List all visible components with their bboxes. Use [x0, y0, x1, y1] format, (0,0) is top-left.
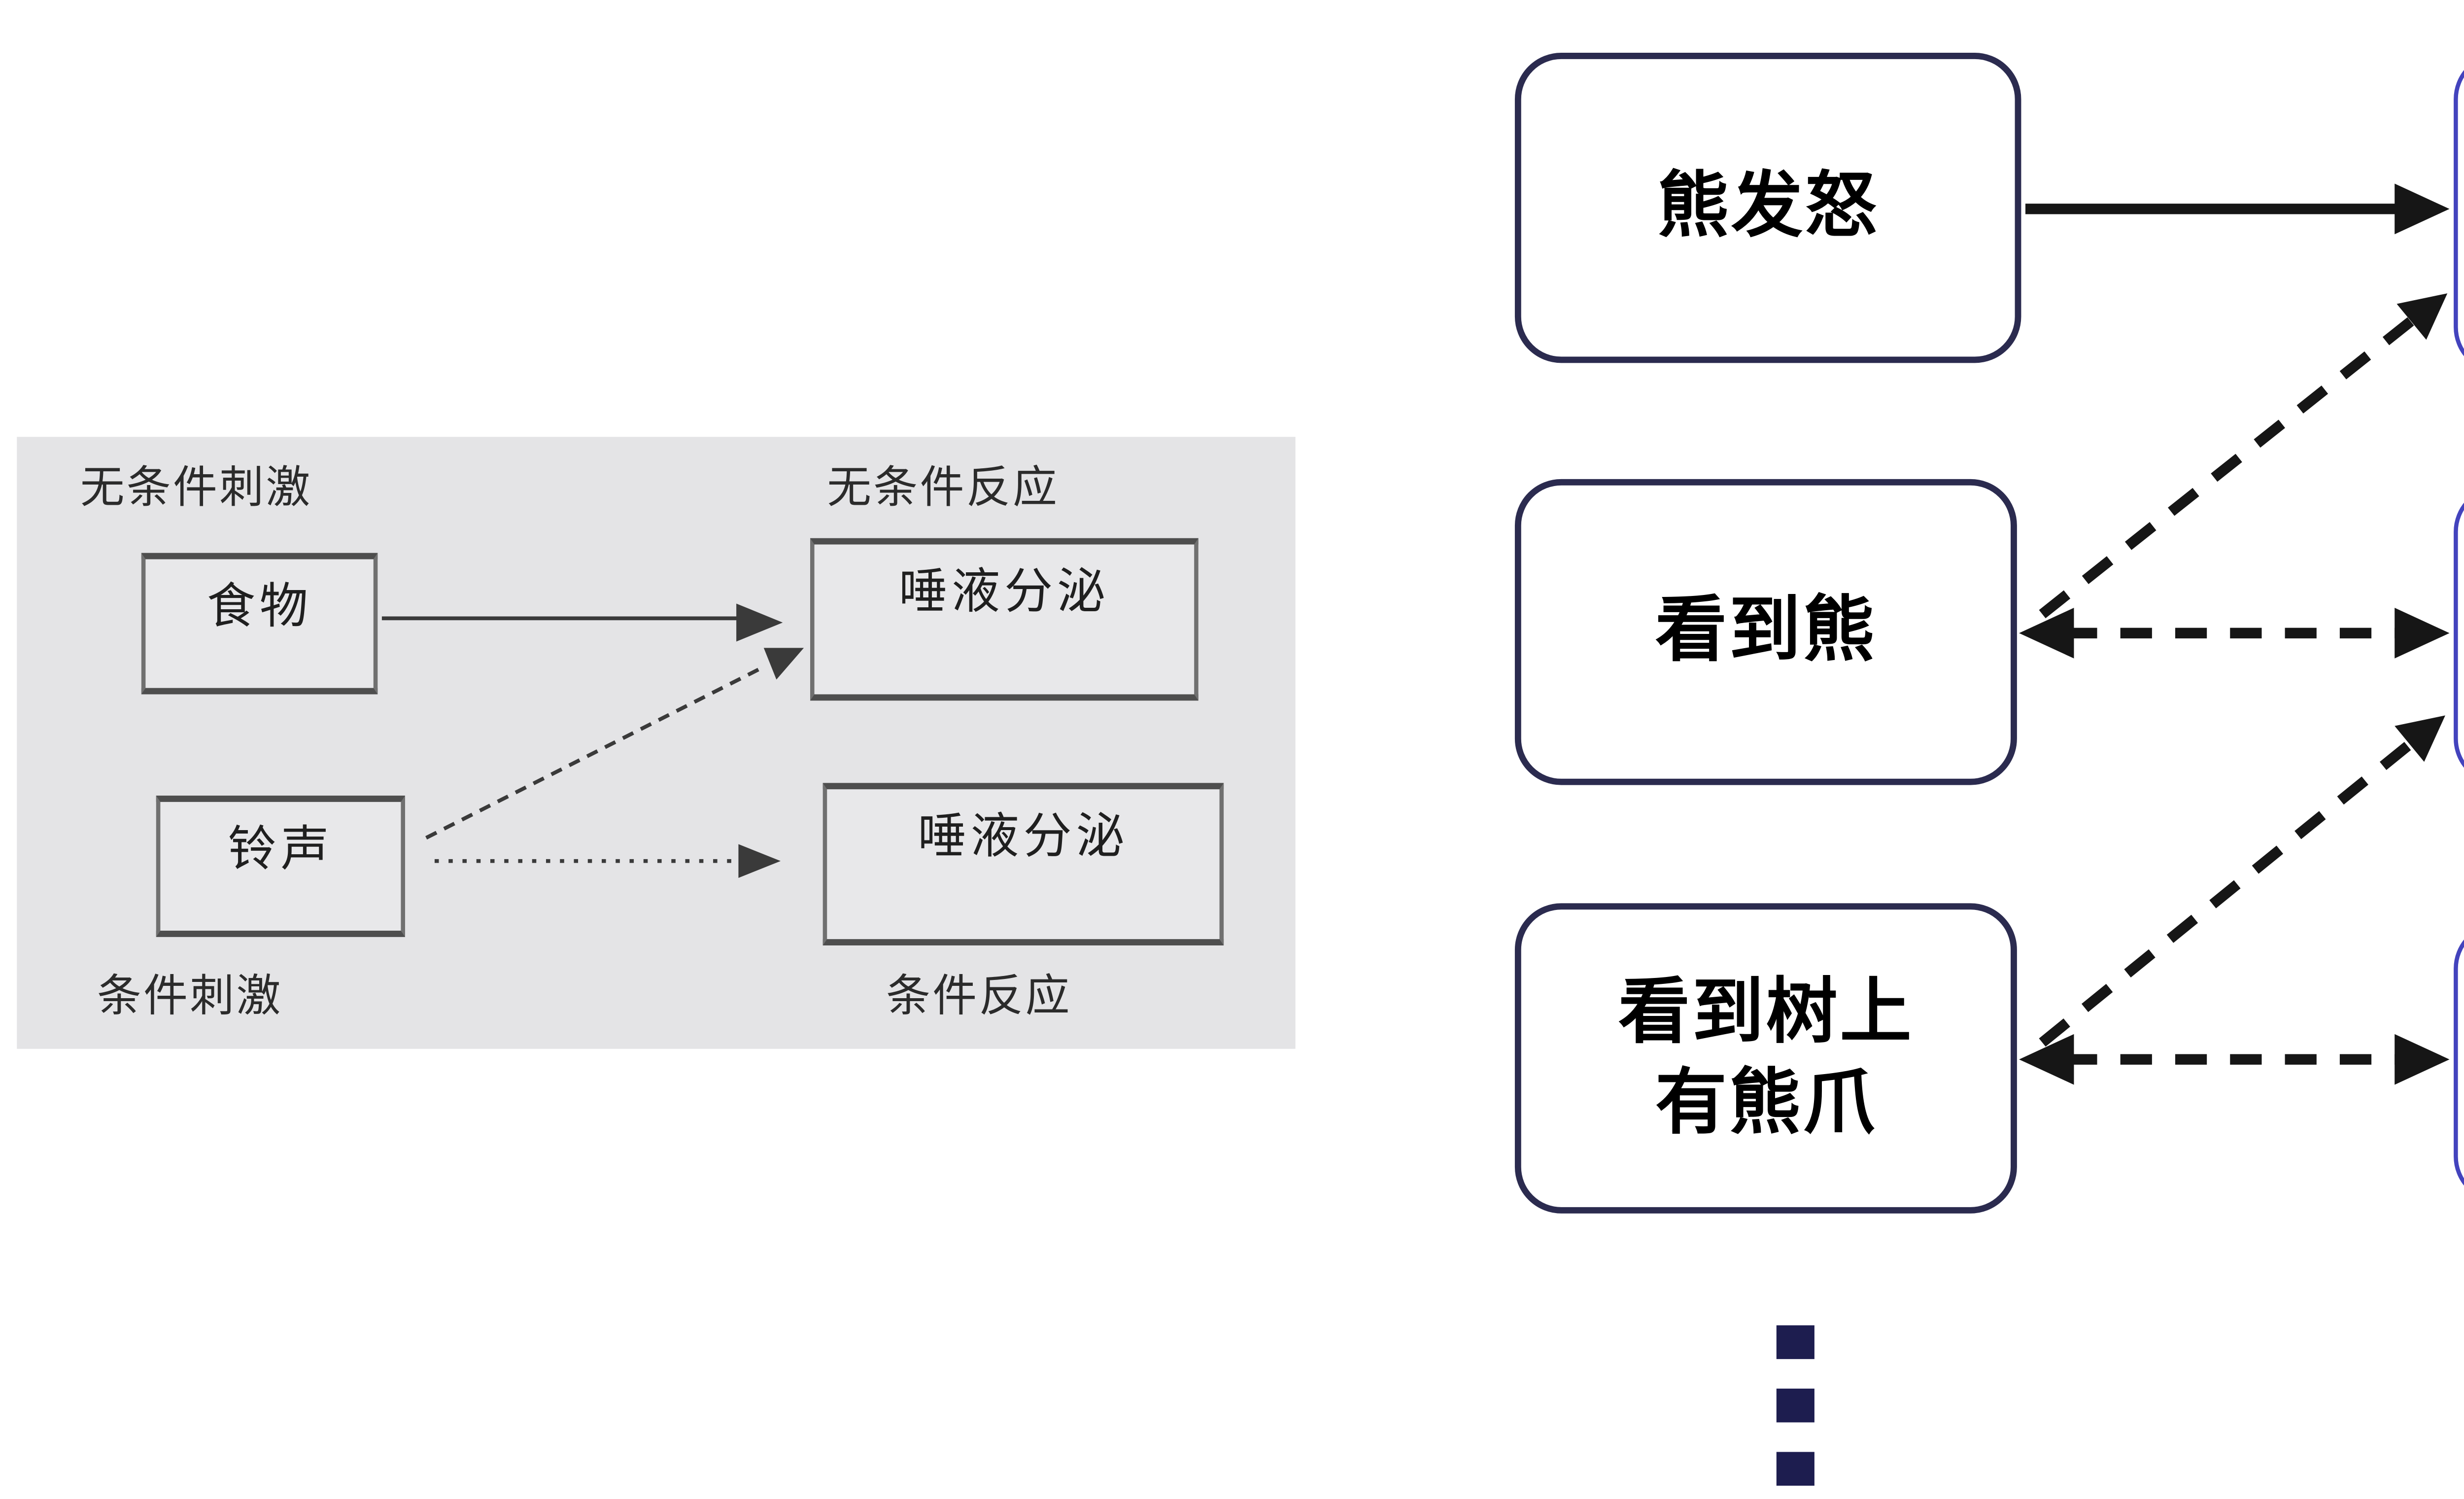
box-bell-label: 铃声 — [228, 821, 334, 876]
box-salivation-bottom: 唾液分泌 — [822, 783, 1224, 945]
see-bear-to-reward-dashed-arrow — [2039, 316, 2415, 619]
box-food: 食物 — [141, 553, 378, 695]
node-see-bear: 看到熊 — [1514, 479, 2017, 785]
node-see-claw: 看到树上 有熊爪 — [1514, 903, 2017, 1214]
box-food-label: 食物 — [206, 578, 312, 633]
box-salivation-top-label: 唾液分泌 — [898, 563, 1110, 619]
box-bell: 铃声 — [156, 796, 405, 937]
node-bear-rage: 熊发怒 — [1514, 53, 2021, 363]
bell-to-salivation-top-dashed-arrow — [425, 665, 765, 840]
label-unconditioned-stimulus: 无条件刺激 — [80, 464, 312, 513]
label-conditioned-stimulus: 条件刺激 — [97, 973, 283, 1022]
conditioning-arrows — [381, 616, 765, 863]
arrowhead-icon — [2396, 293, 2448, 340]
box-salivation-bottom-label: 唾液分泌 — [918, 808, 1129, 864]
arrowhead-icon — [2395, 1034, 2450, 1085]
ellipsis-dot — [1776, 1452, 1814, 1486]
arrowhead-icon — [2019, 608, 2074, 659]
node-see-bear-label: 看到熊 — [1655, 591, 1877, 671]
arrowhead-icon — [2395, 608, 2450, 659]
label-conditioned-response: 条件反应 — [886, 973, 1072, 1022]
arrowhead-icon — [2019, 1034, 2074, 1085]
arrowhead-icon — [2395, 183, 2450, 235]
arrowhead-icon — [736, 603, 783, 642]
arrowhead-icon — [2395, 715, 2445, 762]
arrowhead-icon — [738, 844, 781, 878]
box-salivation-top: 唾液分泌 — [810, 538, 1198, 701]
arrowhead-icon — [763, 648, 804, 680]
node-see-claw-line1: 看到树上 — [1618, 972, 1914, 1052]
node-see-claw-line2: 有熊爪 — [1655, 1062, 1877, 1143]
ellipsis-dot — [1776, 1389, 1814, 1423]
node-bear-rage-label: 熊发怒 — [1657, 167, 1879, 247]
conditioning-panel: 无条件刺激 无条件反应 条件刺激 条件反应 食物 铃声 唾液分泌 唾液分泌 — [17, 437, 1296, 1049]
see-claw-to-value-next-dashed-arrow — [2039, 738, 2415, 1047]
label-unconditioned-response: 无条件反应 — [827, 464, 1060, 513]
ellipsis-dot — [1776, 1325, 1814, 1360]
